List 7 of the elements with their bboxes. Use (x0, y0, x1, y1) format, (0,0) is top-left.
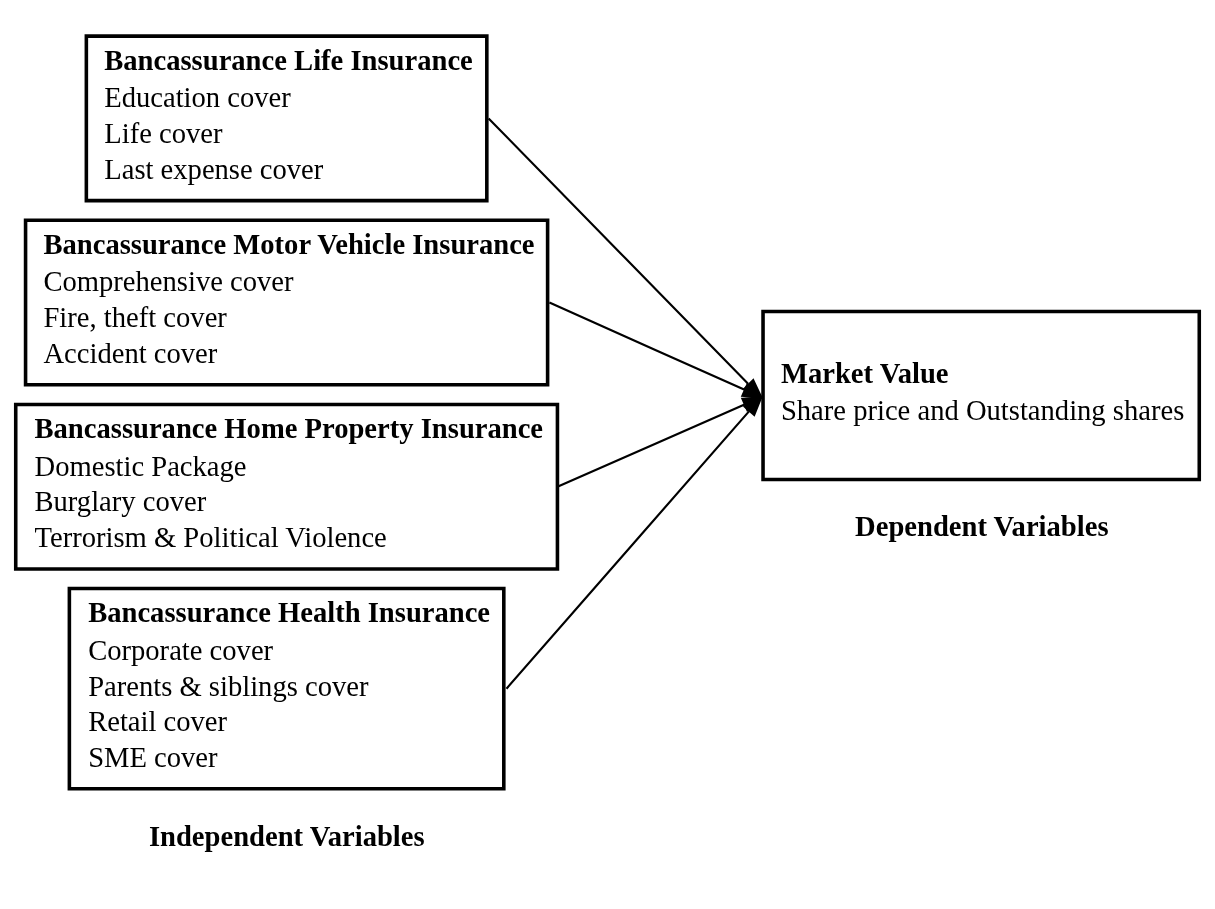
node-box: Bancassurance Health Insurance Corporate cover Parents & siblings cover Retail cover SME cover (67, 586, 506, 791)
node-box: Bancassurance Life Insurance Education cover Life cover Last expense cover (84, 34, 489, 203)
label: Independent Variables (148, 820, 425, 852)
node-box: Bancassurance Home Property Insurance Domestic Package Burglary cover Terrorism & Political Violence (13, 402, 560, 571)
node-box: Bancassurance Motor Vehicle Insurance Comprehensive cover Fire, theft cover Accident cover (23, 218, 550, 387)
label: Dependent Variables (855, 511, 1109, 543)
node-box: Market Value Share price and Outstanding shares (761, 309, 1202, 482)
